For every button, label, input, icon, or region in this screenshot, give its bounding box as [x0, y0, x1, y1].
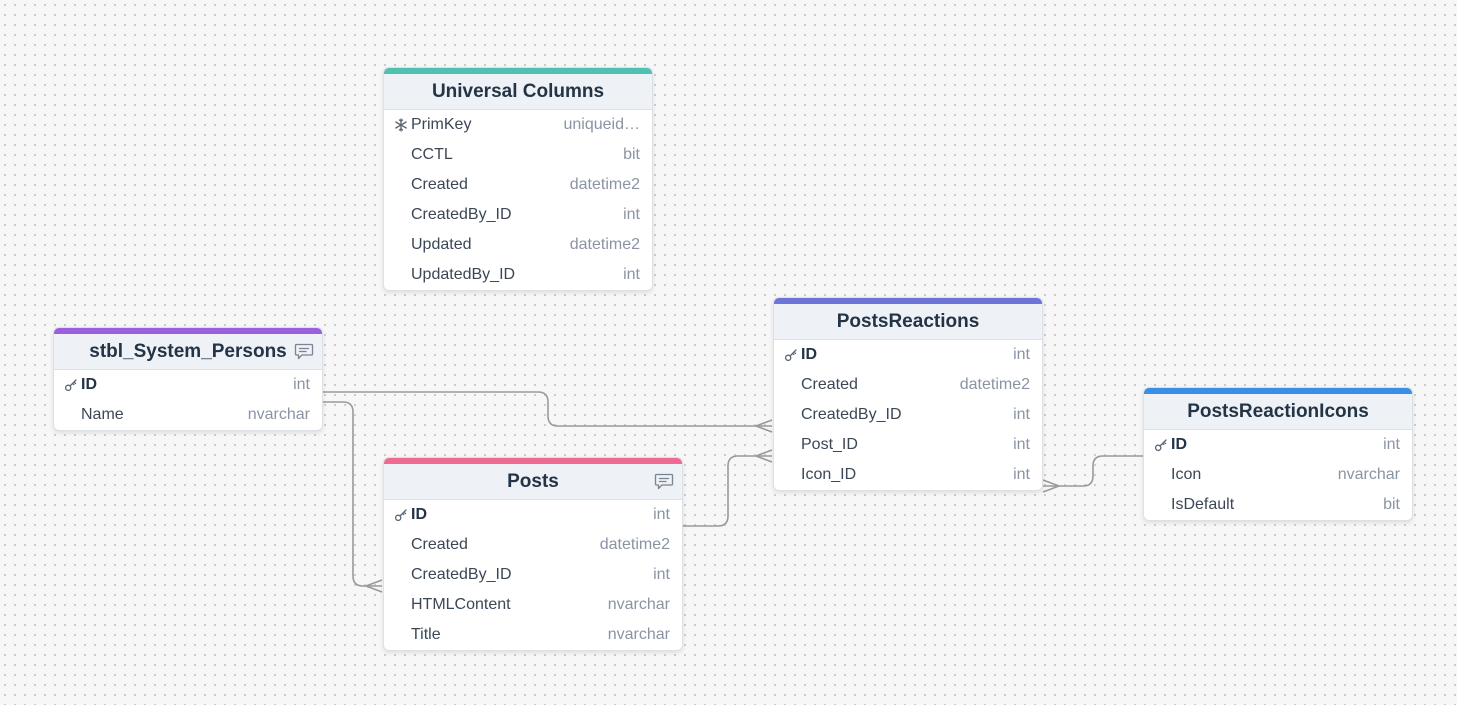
column-type: bit [1383, 496, 1400, 513]
column-type: int [623, 266, 640, 283]
column-type: int [1383, 436, 1400, 453]
column-name: Title [411, 626, 441, 643]
column-name: Created [411, 176, 468, 193]
column-name: ID [1171, 436, 1187, 453]
column-type: datetime2 [599, 536, 670, 553]
column-name: HTMLContent [411, 596, 511, 613]
relation-icons-reactions [1043, 455, 1143, 487]
column-type: nvarchar [607, 626, 670, 643]
note-icon[interactable] [294, 343, 314, 360]
column-row[interactable]: CreatedBy_ID int [774, 400, 1042, 430]
snowflake-icon [395, 118, 407, 132]
column-row[interactable]: Icon nvarchar [1144, 460, 1412, 490]
column-name: ID [411, 506, 427, 523]
column-type: int [1013, 436, 1030, 453]
table-header[interactable]: Universal Columns [384, 74, 652, 110]
column-row[interactable]: Updated datetime2 [384, 230, 652, 260]
column-row[interactable]: HTMLContent nvarchar [384, 590, 682, 620]
relation-persons-posts [323, 401, 382, 587]
column-name: IsDefault [1171, 496, 1235, 513]
column-row[interactable]: Created datetime2 [384, 170, 652, 200]
column-row[interactable]: Title nvarchar [384, 620, 682, 650]
column-name: Post_ID [801, 436, 858, 453]
crowfoot-posts-createdby [365, 579, 383, 593]
column-name: Icon_ID [801, 466, 857, 483]
key-icon [1154, 439, 1167, 452]
column-name: CreatedBy_ID [411, 566, 512, 583]
column-row[interactable]: PrimKey uniqueid… [384, 110, 652, 140]
column-name: CCTL [411, 146, 453, 163]
column-type: int [1013, 466, 1030, 483]
column-type: bit [623, 146, 640, 163]
column-row[interactable]: ID int [384, 500, 682, 530]
table-title: Posts [507, 470, 559, 492]
column-row[interactable]: ID int [774, 340, 1042, 370]
crowfoot-reactions-iconid [1042, 479, 1060, 493]
table-header[interactable]: stbl_System_Persons [54, 334, 322, 370]
column-type: int [1013, 406, 1030, 423]
column-type: int [653, 566, 670, 583]
table-header[interactable]: PostsReactionIcons [1144, 394, 1412, 430]
column-row[interactable]: Name nvarchar [54, 400, 322, 430]
crowfoot-reactions-postid [755, 449, 773, 463]
column-row[interactable]: Created datetime2 [774, 370, 1042, 400]
column-row[interactable]: CCTL bit [384, 140, 652, 170]
column-type: int [653, 506, 670, 523]
table-title: stbl_System_Persons [89, 340, 287, 362]
key-icon [64, 379, 77, 392]
column-type: int [1013, 346, 1030, 363]
table-accent-bar [54, 328, 322, 334]
column-name: Name [81, 406, 124, 423]
column-name: Created [801, 376, 858, 393]
column-name: UpdatedBy_ID [411, 266, 516, 283]
column-name: ID [81, 376, 97, 393]
column-name: Updated [411, 236, 472, 253]
column-type: datetime2 [569, 236, 640, 253]
column-row[interactable]: ID int [1144, 430, 1412, 460]
column-type: nvarchar [247, 406, 310, 423]
column-name: CreatedBy_ID [801, 406, 902, 423]
table-title: PostsReactionIcons [1187, 400, 1369, 422]
table-title: Universal Columns [431, 80, 605, 102]
column-type: datetime2 [569, 176, 640, 193]
key-icon [784, 349, 797, 362]
column-type: int [623, 206, 640, 223]
column-row[interactable]: UpdatedBy_ID int [384, 260, 652, 290]
relation-persons-reactions [323, 391, 772, 427]
table-accent-bar [384, 458, 682, 464]
crowfoot-reactions-createdby [755, 419, 773, 433]
key-icon [394, 509, 407, 522]
column-name: PrimKey [411, 116, 472, 133]
table-header[interactable]: Posts [384, 464, 682, 500]
column-name: CreatedBy_ID [411, 206, 512, 223]
relation-posts-reactions [683, 455, 772, 527]
table-accent-bar [1144, 388, 1412, 394]
column-row[interactable]: IsDefault bit [1144, 490, 1412, 520]
column-type: nvarchar [1337, 466, 1400, 483]
table-accent-bar [384, 68, 652, 74]
column-type: uniqueid… [563, 116, 641, 133]
column-row[interactable]: Icon_ID int [774, 460, 1042, 490]
table-header[interactable]: PostsReactions [774, 304, 1042, 340]
column-row[interactable]: ID int [54, 370, 322, 400]
column-name: Icon [1171, 466, 1202, 483]
column-type: int [293, 376, 310, 393]
column-row[interactable]: CreatedBy_ID int [384, 560, 682, 590]
column-type: datetime2 [959, 376, 1030, 393]
table-accent-bar [774, 298, 1042, 304]
column-type: nvarchar [607, 596, 670, 613]
column-row[interactable]: Created datetime2 [384, 530, 682, 560]
table-title: PostsReactions [836, 310, 980, 332]
column-name: ID [801, 346, 817, 363]
column-row[interactable]: Post_ID int [774, 430, 1042, 460]
note-icon[interactable] [654, 473, 674, 490]
column-row[interactable]: CreatedBy_ID int [384, 200, 652, 230]
column-name: Created [411, 536, 468, 553]
